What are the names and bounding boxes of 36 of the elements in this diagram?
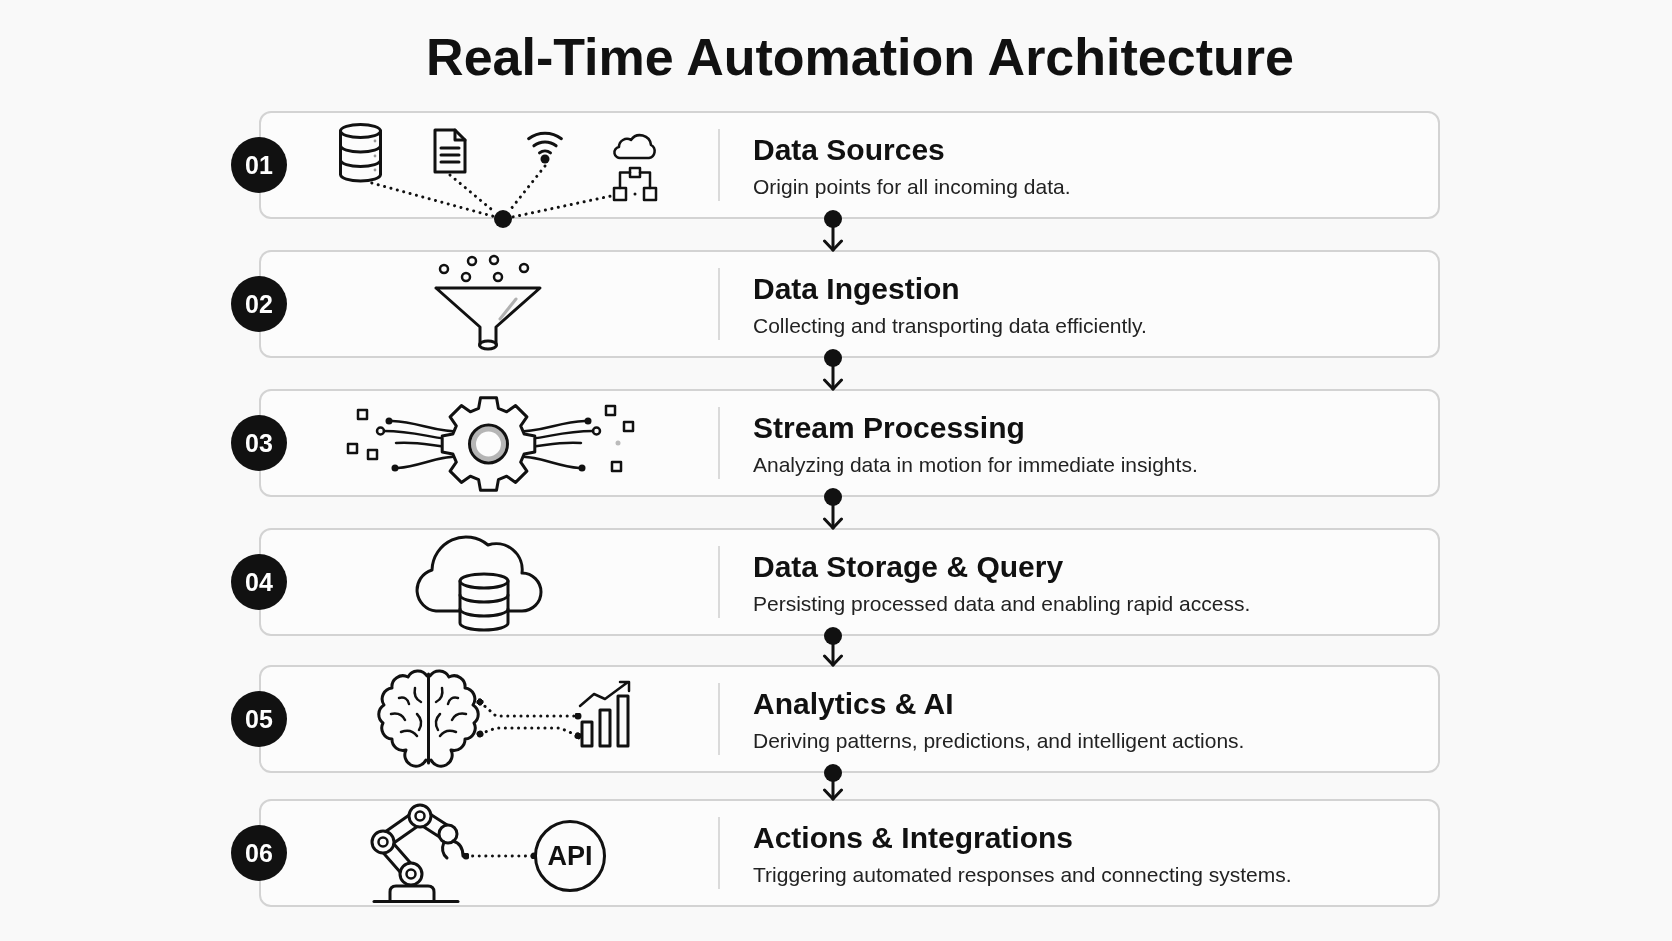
stage-title: Data Ingestion [753,271,960,307]
arrow [823,764,843,801]
dotted-line [508,164,547,212]
database-icon [338,123,383,183]
stage-description: Analyzing data in motion for immediate insights. [753,452,1198,478]
arrow [823,349,843,391]
stage-title: Stream Processing [753,410,1025,446]
stage-title: Analytics & AI [753,686,954,722]
title: Real-Time Automation Architecture [426,27,1294,88]
api-circle: API [534,820,606,892]
stage-title: Data Storage & Query [753,549,1064,585]
step-badge: 05 [231,691,287,747]
dotted-line [370,181,496,218]
stage-title: Actions & Integrations [753,820,1074,856]
step-badge: 06 [231,825,287,881]
dotted-line [476,726,582,740]
arrow [823,627,843,667]
arrow [823,210,843,252]
stage-description: Triggering automated responses and connecting systems. [753,862,1292,888]
step-badge: 02 [231,276,287,332]
robot-arm-icon [370,802,466,904]
stage-description: Persisting processed data and enabling rapid access. [753,591,1251,617]
dotted-line [462,852,538,860]
arrow [823,488,843,530]
dotted-line [510,194,612,219]
dotted-line [476,698,582,720]
stage-description: Deriving patterns, predictions, and intelligent actions. [753,728,1245,754]
step-badge: 03 [231,415,287,471]
step-badge: 04 [231,554,287,610]
document-icon [432,127,468,175]
junction-dot [494,210,512,228]
stage-description: Collecting and transporting data efficiently. [753,313,1147,339]
stage-title: Data Sources [753,132,945,168]
stage-description: Origin points for all incoming data. [753,174,1071,200]
step-badge: 01 [231,137,287,193]
brain-icon [377,668,480,768]
